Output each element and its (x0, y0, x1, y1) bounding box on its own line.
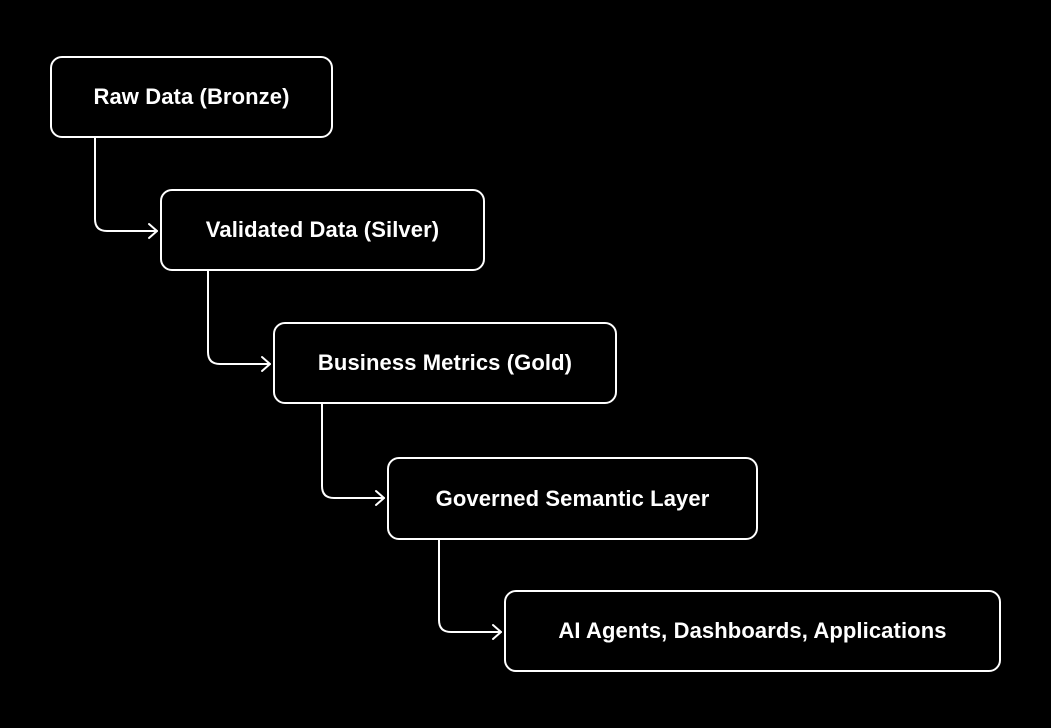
connector-arrow-3 (321, 403, 385, 506)
connector-arrow-1 (94, 137, 158, 239)
connector-arrow-4 (438, 539, 502, 640)
node-raw-data: Raw Data (Bronze) (50, 56, 333, 138)
node-semantic-layer: Governed Semantic Layer (387, 457, 758, 540)
node-business-metrics: Business Metrics (Gold) (273, 322, 617, 404)
node-ai-agents: AI Agents, Dashboards, Applications (504, 590, 1001, 672)
connector-arrow-2 (207, 270, 271, 372)
node-validated-data: Validated Data (Silver) (160, 189, 485, 271)
